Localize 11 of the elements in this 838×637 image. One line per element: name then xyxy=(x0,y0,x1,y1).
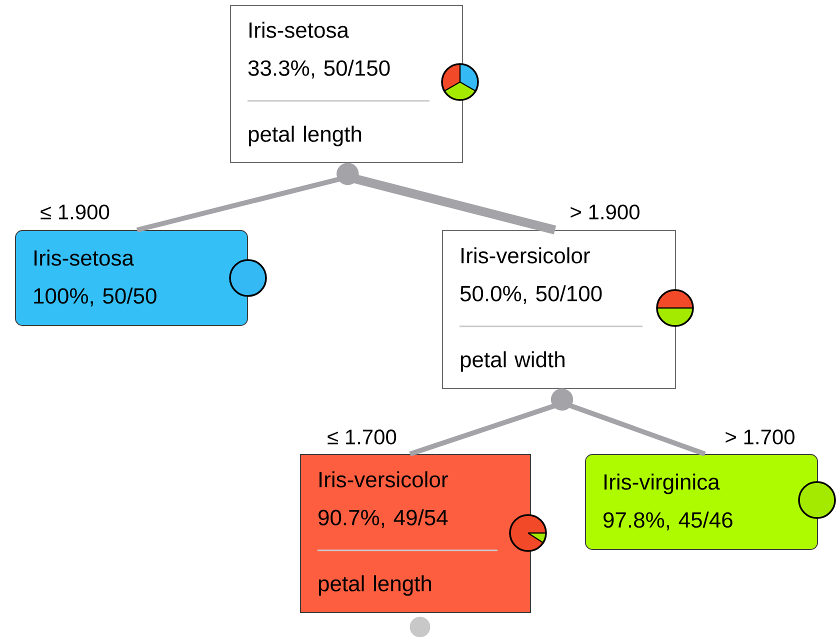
branch-line xyxy=(551,388,706,456)
branch-line xyxy=(336,162,556,234)
edge-label: > 1.900 xyxy=(568,204,642,220)
edge-label: ≤ 1.900 xyxy=(39,204,111,220)
split-box: Iris-versicolor 50.0%, 50/100 petal width xyxy=(442,230,676,389)
split-box: Iris-versicolor 90.7%, 49/54 petal length xyxy=(300,454,531,613)
split-box: Iris-setosa 33.3%, 50/150 petal length xyxy=(230,5,463,163)
edge-label: ≤ 1.700 xyxy=(326,428,398,446)
leaf-box: Iris-setosa 100%, 50/50 xyxy=(15,230,248,326)
leaf-box: Iris-virginica 97.8%, 45/46 xyxy=(585,454,818,550)
edge-label: > 1.700 xyxy=(724,428,796,446)
